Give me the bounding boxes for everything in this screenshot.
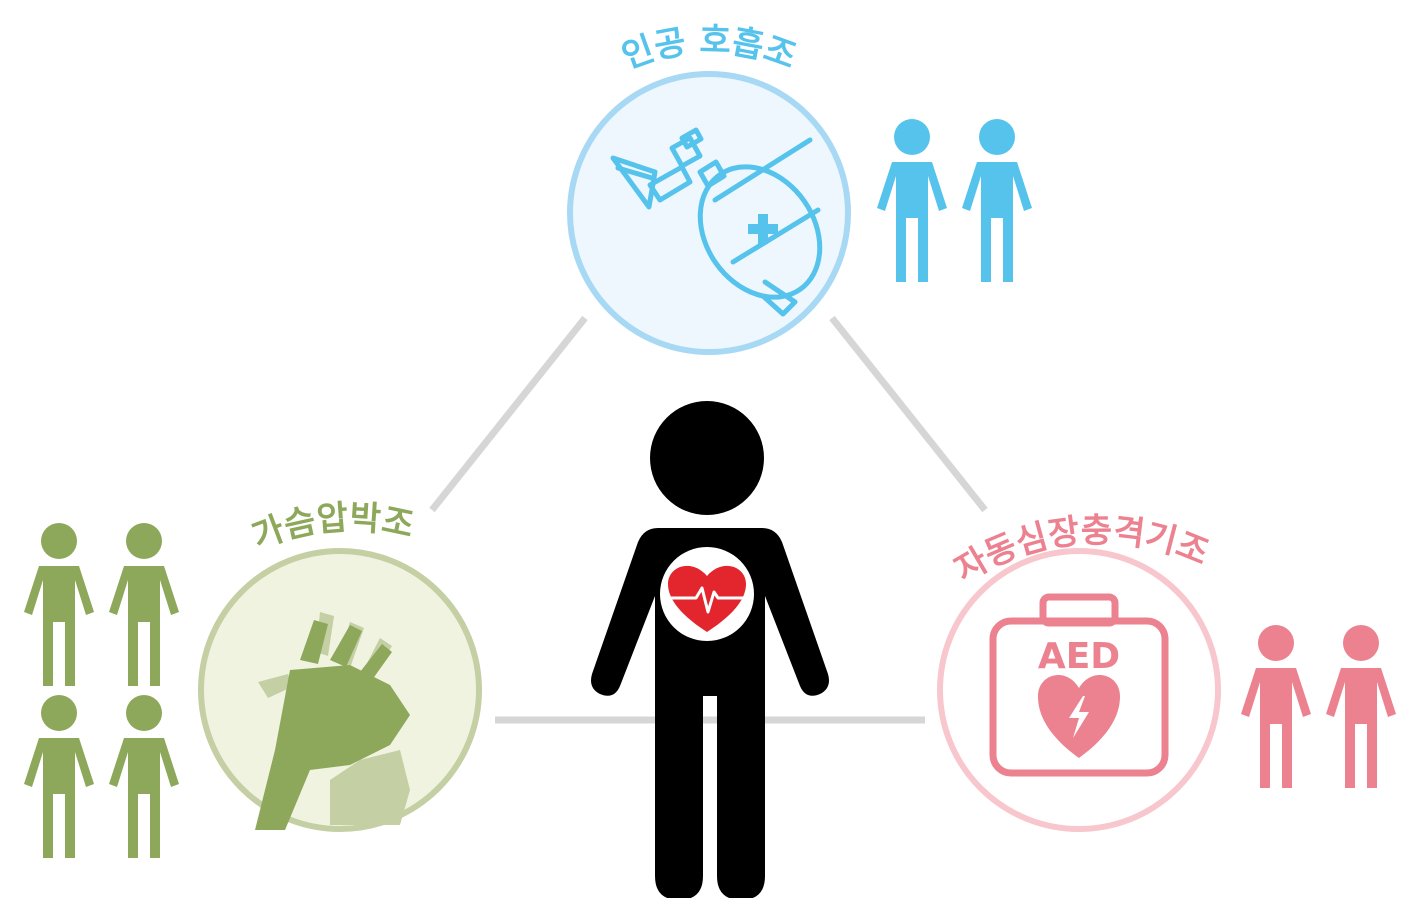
- connector-lines: [429, 315, 988, 724]
- team-member-icon: [962, 119, 1032, 282]
- aed-team-members: [1241, 625, 1396, 788]
- aed-kit-icon: [989, 593, 1169, 777]
- lightning-bolt-icon: [1069, 696, 1089, 738]
- team-member-icon: [1241, 625, 1311, 788]
- bag-valve-mask-icon: [610, 127, 823, 317]
- breathing-team-members: [877, 119, 1032, 282]
- medical-cross-icon: [748, 214, 778, 244]
- aed-device-text: AED: [1038, 636, 1120, 677]
- team-aed: AED 자동심장충격기조: [937, 511, 1396, 832]
- team-member-icon: [877, 119, 947, 282]
- team-member-icon: [24, 695, 94, 858]
- breathing-team-label: 인공 호흡조: [617, 20, 802, 77]
- patient-figure: [591, 401, 829, 898]
- cpr-hands-icon: [255, 612, 410, 830]
- heart-icon: [668, 565, 746, 632]
- connector-breath-compression: [429, 315, 588, 513]
- team-member-icon: [109, 523, 179, 686]
- compression-team-members: [24, 523, 179, 858]
- team-member-icon: [24, 523, 94, 686]
- team-breathing: 인공 호흡조: [567, 20, 1032, 355]
- connector-breath-aed: [829, 315, 988, 513]
- breathing-circle: [567, 71, 851, 355]
- team-member-icon: [1326, 625, 1396, 788]
- team-compression: 가슴압박조: [24, 498, 482, 858]
- heartbeat-line-icon: [668, 586, 747, 614]
- patient-with-heartbeat-icon: [591, 401, 829, 898]
- team-member-icon: [109, 695, 179, 858]
